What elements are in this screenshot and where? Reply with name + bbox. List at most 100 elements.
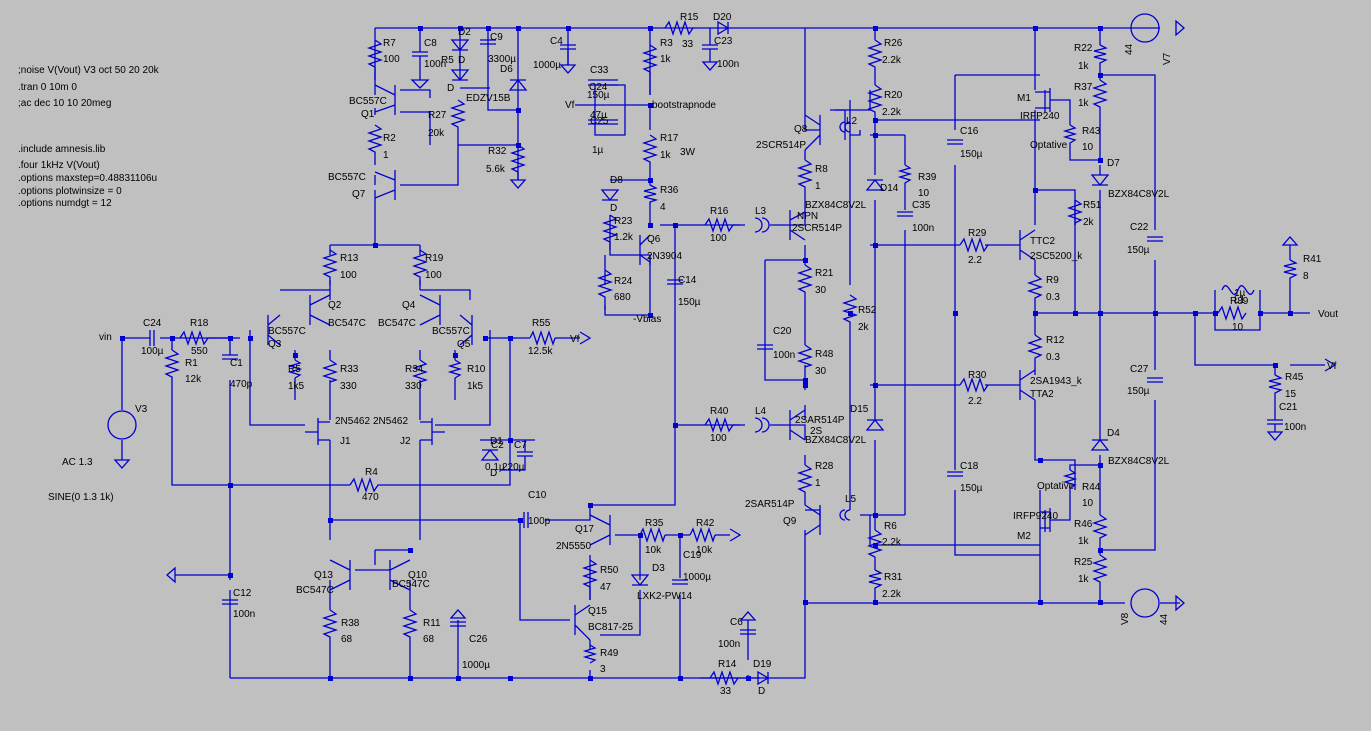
bjt-Q6 [639,234,651,265]
label: 12k [185,374,202,385]
label: M2 [1017,531,1031,542]
label: 100µ [141,346,164,357]
label: M1 [1017,93,1031,104]
label: D [447,83,454,94]
label: D6 [500,64,513,75]
resistor-R25 [1091,554,1109,590]
label: Q6 [647,234,661,245]
label: 330 [340,381,357,392]
resistor-R32 [509,144,527,180]
label: 30 [815,285,827,296]
capacitor-C26 [450,621,466,627]
resistor-R43 [1062,124,1078,155]
label: C1 [230,358,243,369]
bjt-Q2 [309,294,331,326]
resistor-R41 [1283,259,1298,285]
bjt-Q17 [589,514,611,546]
label: L2 [846,116,858,127]
label: R22 [1074,43,1093,54]
net-label: -Vbias [633,314,661,325]
label: 1000µ [533,60,561,71]
rail-label: 44 [1124,43,1135,55]
label: BZX84C8V2L [1108,189,1170,200]
capacitor-C22 [1147,236,1163,242]
label: C21 [1279,402,1298,413]
label: D7 [1107,158,1120,169]
label: C27 [1130,364,1149,375]
label: R14 [718,659,737,670]
label: J2 [400,436,411,447]
label: Q15 [588,606,607,617]
ground-symbol [113,459,131,469]
label: C24 [143,318,162,329]
label: 2SA1943_k [1030,376,1083,387]
label: R9 [1046,275,1059,286]
label: J1 [340,436,351,447]
label: C33 [590,65,609,76]
label: 2k [1083,217,1095,228]
label: TTC2 [1030,236,1055,247]
label: R55 [532,318,551,329]
label: 68 [423,634,435,645]
capacitor-C8 [412,40,428,70]
label: D [758,686,765,697]
diode-D8 [600,189,620,202]
label: 1k [1078,574,1090,585]
resistor-R28 [796,464,814,495]
label: R35 [645,518,664,529]
capacitor-C20 [757,344,773,350]
zener-D7 [1090,174,1110,187]
label: 5.6k [486,164,506,175]
label: R24 [614,276,633,287]
label: R25 [1074,557,1093,568]
label: 470p [230,379,253,390]
label: 47µ [590,110,607,121]
label: 150µ [678,297,701,308]
jfet-J2 [420,418,445,445]
label: 33 [682,39,694,50]
label: 100n [773,350,795,361]
label: D3 [652,563,665,574]
label: 550 [191,346,208,357]
inductor-L3 [754,217,770,233]
resistor-R22 [1093,44,1108,70]
label: Q4 [402,300,416,311]
label: 3300µ [488,54,516,65]
label: R16 [710,206,729,217]
label: R3 [660,38,673,49]
resistor-R34 [411,359,429,383]
source-V7 [1130,13,1160,43]
label: BC557C [328,172,366,183]
label: 100 [710,233,727,244]
ground-symbol [1175,594,1185,612]
label: 1k [1078,98,1090,109]
resistor-R89 [1217,304,1247,322]
label: R29 [968,228,987,239]
label: 150µ [1127,386,1150,397]
zener-D14 [865,178,885,191]
label: 1µ [592,145,604,156]
label: 1000µ [683,572,711,583]
label: D1 [490,436,503,447]
label: IRFP240 [1020,111,1060,122]
ground-symbol [1281,236,1299,246]
label: Optative [1037,481,1075,492]
diode-D20 [717,20,730,36]
capacitor-C24 [140,330,155,346]
rail-label: 44 [1159,613,1170,625]
label: 2.2k [882,537,902,548]
label: 3W [680,147,696,158]
label: 1 [383,150,389,161]
label: R13 [340,253,359,264]
bjt-Q9 [804,504,821,536]
label: Q9 [783,516,797,527]
resistor-R27 [449,99,467,140]
label: R6 [884,521,897,532]
label: 2SAR514P [745,499,795,510]
label: 2N5550 [556,541,591,552]
resistor-R33 [321,359,339,383]
capacitor-C19 [672,579,688,585]
bjt-Q3 [267,314,281,346]
label: BC547C [296,585,334,596]
